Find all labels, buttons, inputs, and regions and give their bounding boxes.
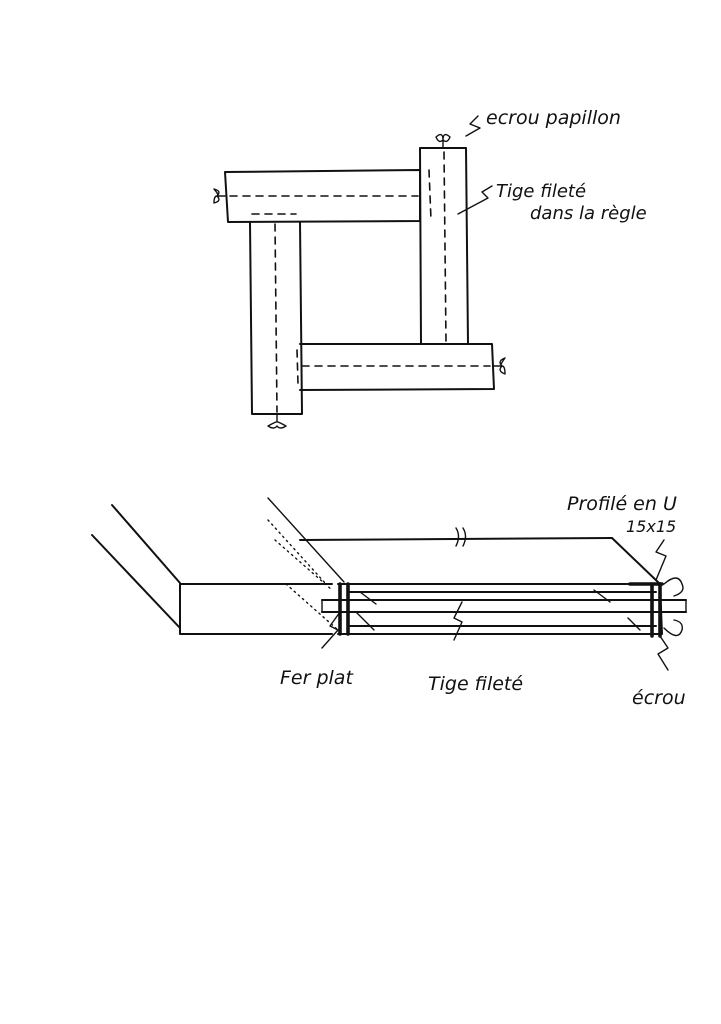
label-nut: écrou	[632, 687, 686, 709]
wing-nut-icon	[435, 133, 451, 149]
wing-nut-icon	[213, 188, 226, 204]
square-frame-assembly	[213, 115, 506, 429]
label-threaded-rod-line1: Tige fileté	[496, 181, 586, 202]
ruler-right	[419, 147, 469, 345]
leader-u-profile	[655, 539, 667, 581]
wing-nut-icon	[267, 413, 287, 429]
label-u-profile-line1: Profilé en U	[567, 493, 677, 515]
wing-nut-icon	[493, 357, 506, 375]
label-flat-iron: Fer plat	[280, 667, 354, 689]
leader-wing-nut	[465, 115, 481, 137]
leader-threaded-rod	[453, 601, 463, 641]
label-wing-nut: ecrou papillon	[486, 107, 621, 129]
label-threaded-rod: Tige fileté	[428, 673, 523, 695]
wing-nut-icon	[663, 577, 684, 637]
ruler-top	[224, 169, 421, 223]
leader-threaded-rod-top	[457, 185, 493, 215]
ruler-bottom	[299, 343, 495, 391]
leader-flat-iron	[321, 611, 341, 649]
label-threaded-rod-line2: dans la règle	[530, 203, 647, 224]
side-view-assembly	[91, 497, 687, 671]
threaded-rod	[321, 599, 687, 613]
break-mark-icon	[455, 527, 467, 547]
flat-iron-bar	[650, 582, 662, 638]
leader-nut	[657, 635, 669, 671]
u-profile	[337, 583, 663, 635]
label-u-profile-line2: 15x15	[626, 517, 676, 536]
ruler-left	[249, 221, 303, 415]
flat-iron-bar	[338, 582, 350, 636]
ruler-side	[179, 583, 333, 635]
